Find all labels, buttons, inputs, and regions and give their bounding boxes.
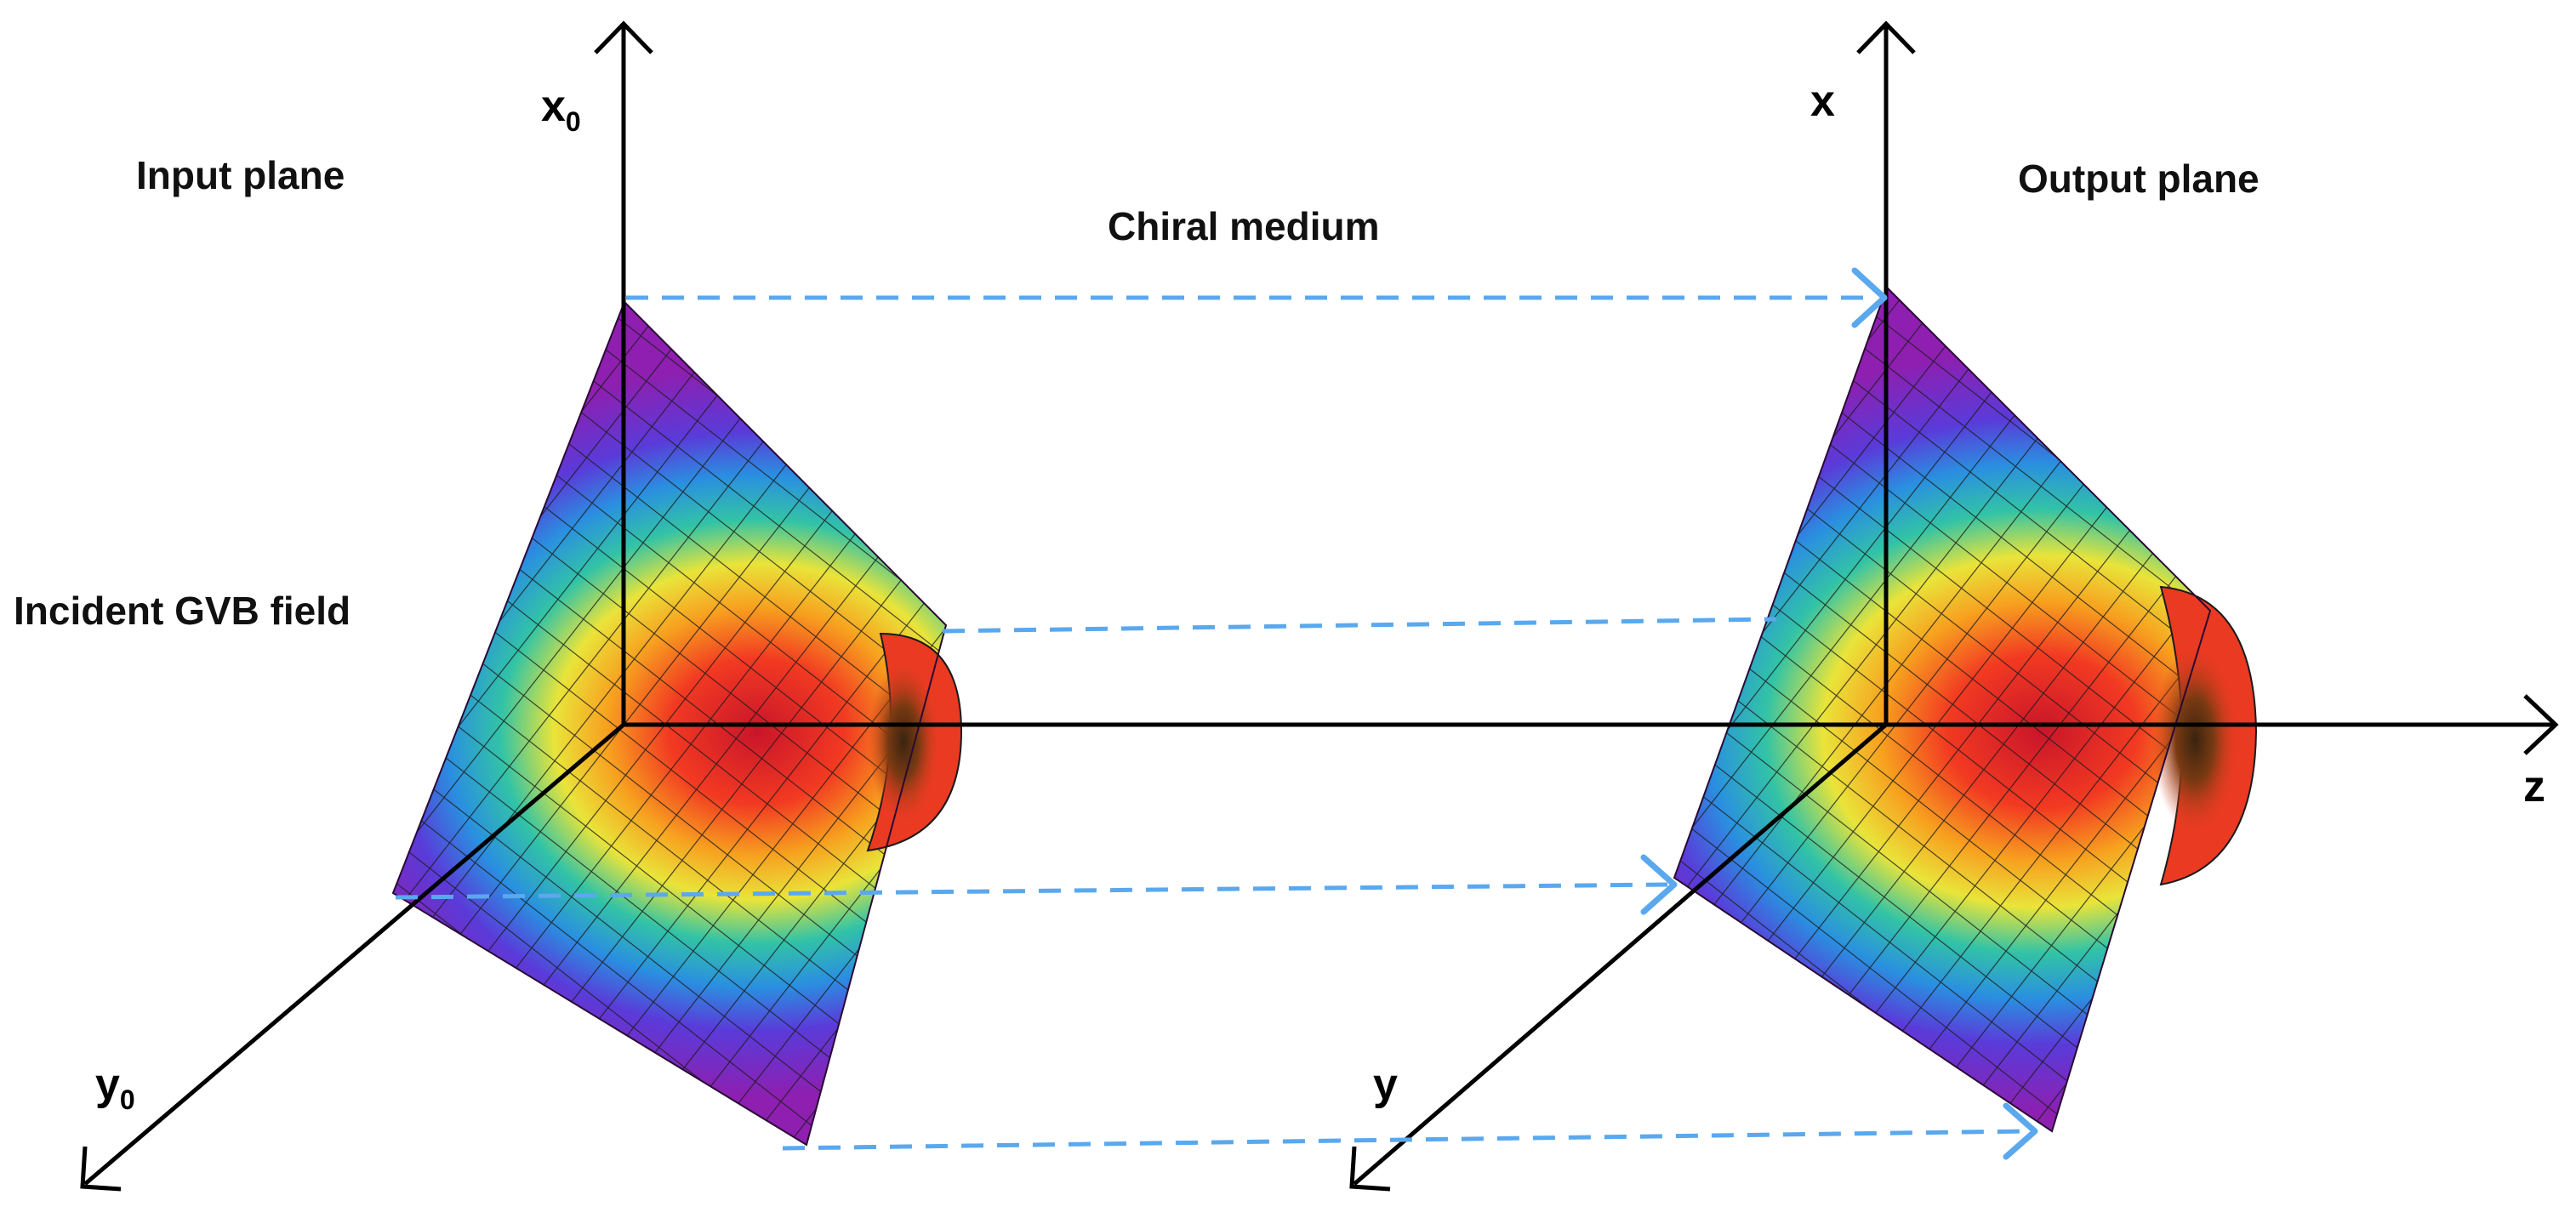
- output-plane-label: Output plane: [2018, 157, 2260, 201]
- input-y-axis: [83, 723, 625, 1186]
- output-y-label: y: [1373, 1060, 1398, 1109]
- output-y-arrowhead: [1349, 1146, 1391, 1192]
- dashed-arrow-bottom-head: [2003, 1102, 2038, 1160]
- dashed-arrow-mid: [942, 617, 1777, 634]
- output-y-axis: [1353, 723, 1888, 1186]
- z-label: z: [2523, 762, 2545, 811]
- output-axes: [624, 20, 2559, 1192]
- chiral-medium-label: Chiral medium: [1108, 204, 1380, 248]
- dashed-arrow-top-head: [1851, 267, 1888, 328]
- output-x-label: x: [1810, 77, 1835, 126]
- input-axes: [80, 20, 653, 1192]
- input-vortex-core: [868, 661, 939, 822]
- input-y-arrowhead: [80, 1146, 122, 1192]
- dashed-arrow-bottom: [782, 1129, 2026, 1151]
- input-x-arrowhead: [594, 20, 653, 54]
- z-arrowhead: [2523, 694, 2559, 755]
- input-y-label: y0: [95, 1060, 135, 1115]
- input-x-label: x0: [541, 82, 581, 137]
- input-plane-label: Input plane: [136, 153, 345, 197]
- output-x-arrowhead: [1856, 20, 1916, 54]
- dashed-arrow-lower-head: [1640, 854, 1678, 915]
- output-vortex-core: [2152, 646, 2237, 834]
- propagation-arrows: [395, 295, 2026, 1151]
- incident-field-label: Incident GVB field: [14, 589, 350, 633]
